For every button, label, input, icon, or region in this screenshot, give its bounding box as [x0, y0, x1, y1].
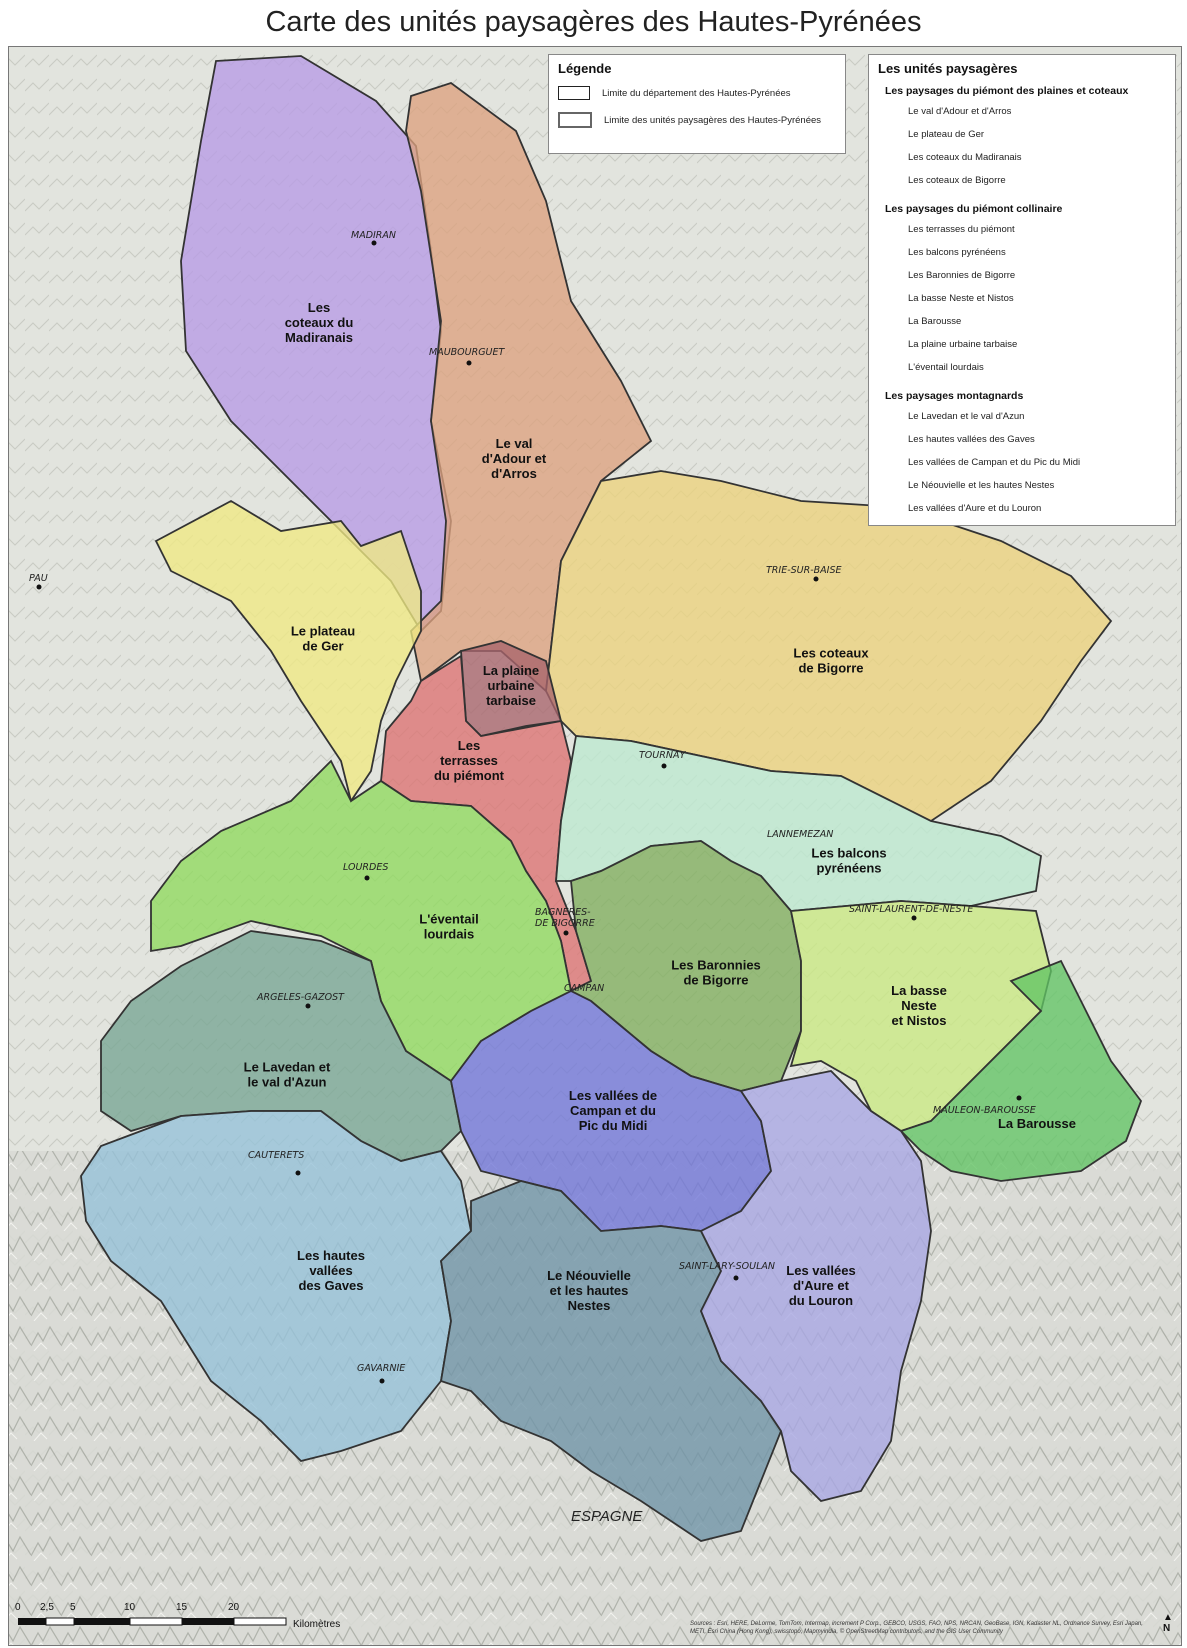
town-label: GAVARNIE [357, 1363, 405, 1374]
scale-bar: 0 2,5 5 10 15 20 Kilomètres [15, 1602, 340, 1632]
units-legend-item: Les vallées d'Aure et du Louron [908, 503, 1042, 514]
units-legend-item: Les coteaux du Madiranais [908, 152, 1022, 163]
scale-bar-graphic [18, 1617, 287, 1626]
dept-limit-swatch [558, 86, 590, 100]
units-legend-title: Les unités paysagères [878, 61, 1018, 76]
group-piemont-collinaire: Les paysages du piémont collinaire [885, 203, 1063, 215]
region-lourdais[interactable] [150, 759, 573, 1083]
units-legend-item: Les vallées de Campan et du Pic du Midi [908, 457, 1081, 468]
town-marker[interactable] [733, 1275, 739, 1281]
town-label: BAGNERES-DE BIGORRE [535, 907, 595, 929]
town-label: MADIRAN [351, 230, 396, 241]
town-label: TRIE-SUR-BAISE [766, 565, 842, 576]
legend-unit-label: Limite des unités paysagères des Hautes-… [604, 114, 822, 126]
town-label: MAULEON-BAROUSSE [933, 1105, 1036, 1116]
legend-dept-label: Limite du département des Hautes-Pyrénée… [602, 87, 791, 99]
town-label: CAUTERETS [248, 1150, 304, 1161]
town-label: MAUBOURGUET [429, 347, 506, 358]
scale-tick: 5 [70, 1602, 76, 1613]
scale-tick: 10 [124, 1602, 136, 1613]
region-ger[interactable] [154, 499, 422, 804]
units-legend-item: L'éventail lourdais [908, 362, 984, 373]
legend-title: Légende [558, 61, 612, 76]
units-legend-item: Le Lavedan et le val d'Azun [908, 411, 1025, 422]
map-title: Carte des unités paysagères des Hautes-P… [265, 6, 922, 38]
scale-tick: 0 [15, 1602, 21, 1613]
town-label: TOURNAY [639, 750, 686, 761]
town-marker[interactable] [36, 584, 42, 590]
legend-row-units: Limite des unités paysagères des Hautes-… [558, 112, 821, 128]
town-marker[interactable] [1016, 1095, 1022, 1101]
scale-unit: Kilomètres [293, 1619, 341, 1630]
town-marker[interactable] [295, 1170, 301, 1176]
town-label: LANNEMEZAN [767, 829, 833, 840]
country-label-espagne: ESPAGNE [571, 1508, 643, 1525]
town-marker[interactable] [661, 763, 667, 769]
town-label: ARGELES-GAZOST [256, 992, 345, 1003]
town-marker[interactable] [563, 930, 569, 936]
units-legend-item: La basse Neste et Nistos [908, 293, 1014, 304]
landscape-units [80, 55, 1143, 1542]
region-label-barousse: La Barousse [998, 1116, 1076, 1131]
town-marker[interactable] [813, 576, 819, 582]
town-label: LOURDES [343, 862, 388, 873]
scale-tick: 15 [176, 1602, 188, 1613]
scale-tick: 20 [228, 1602, 240, 1613]
town-marker[interactable] [305, 1003, 311, 1009]
group-piemont-plaines: Les paysages du piémont des plaines et c… [885, 85, 1129, 97]
towns: MADIRAN MAUBOURGUET PAU TRIE-SUR-BAISE TOURN… [29, 230, 1036, 1384]
legend: Légende Limite du département des Hautes… [548, 54, 846, 154]
units-legend-item: Les Baronnies de Bigorre [908, 270, 1016, 281]
group-montagnards: Les paysages montagnards [885, 390, 1024, 402]
unit-limit-swatch [558, 112, 592, 128]
town-marker[interactable] [371, 240, 377, 246]
units-legend-item: La plaine urbaine tarbaise [908, 339, 1018, 350]
region-barousse[interactable] [899, 959, 1143, 1182]
units-legend-item: Le val d'Adour et d'Arros [908, 106, 1012, 117]
north-label: N [1163, 1623, 1171, 1634]
town-label: SAINT-LARY-SOULAN [679, 1261, 775, 1272]
region-aure[interactable] [699, 1070, 932, 1502]
town-label: PAU [29, 573, 48, 584]
units-legend: Les unités paysagères Les paysages du pi… [868, 54, 1176, 526]
units-legend-item: Le Néouvielle et les hautes Nestes [908, 480, 1055, 491]
units-legend-item: Les terrasses du piémont [908, 224, 1015, 235]
town-marker[interactable] [379, 1378, 385, 1384]
legend-row-dept: Limite du département des Hautes-Pyrénée… [558, 85, 791, 101]
scale-tick: 2,5 [40, 1602, 54, 1613]
town-label: CAMPAN [564, 983, 604, 994]
units-legend-item: La Barousse [908, 316, 962, 327]
map-credits: Sources : Esri, HERE, DeLorme, TomTom, I… [690, 1621, 1143, 1635]
town-marker[interactable] [364, 875, 370, 881]
town-label: SAINT-LAURENT-DE-NESTE [849, 904, 973, 915]
units-legend-item: Le plateau de Ger [908, 129, 985, 140]
units-legend-item: Les balcons pyrénéens [908, 247, 1006, 258]
units-legend-item: Les coteaux de Bigorre [908, 175, 1006, 186]
units-legend-item: Les hautes vallées des Gaves [908, 434, 1035, 445]
town-marker[interactable] [911, 915, 917, 921]
north-arrow-icon: ▲N [1163, 1612, 1173, 1634]
town-marker[interactable] [466, 360, 472, 366]
